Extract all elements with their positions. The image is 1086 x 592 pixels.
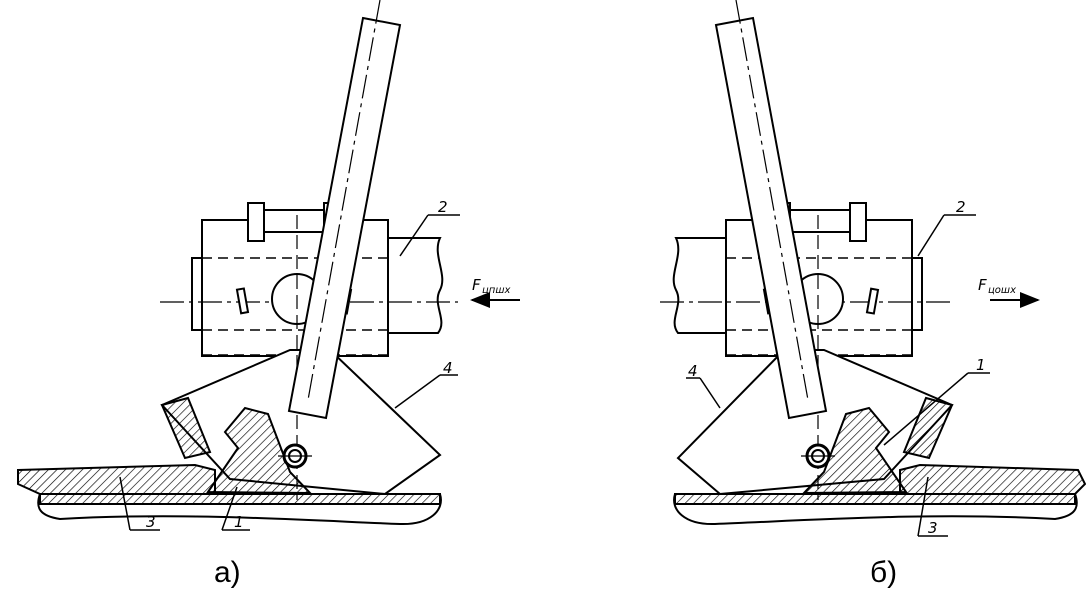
base-layer-a [39, 493, 441, 505]
housing-right-step-b [912, 257, 923, 331]
base-layer-b [674, 493, 1076, 505]
label-part2-b: 2 [956, 198, 966, 216]
figure-a [17, 0, 520, 531]
label-part1-b: 1 [976, 356, 986, 374]
caption-a: а) [214, 556, 241, 589]
part3-bar-b [899, 463, 1086, 495]
part4-right-fin-b [902, 396, 954, 460]
lever-rod-b [714, 16, 828, 420]
label-part4-b: 4 [688, 362, 698, 380]
figure-b [660, 0, 1086, 537]
label-part4-a: 4 [443, 359, 453, 377]
label-part3-b: 3 [928, 519, 938, 537]
lever-rod-a [287, 16, 402, 420]
force-label-b: F [978, 276, 987, 294]
screw-head-a [247, 202, 265, 242]
screw-body-b [789, 209, 851, 233]
force-label-a: F [472, 276, 481, 294]
label-part3-a: 3 [146, 513, 156, 531]
caption-b: б) [870, 556, 897, 589]
housing-left-extension-b [672, 237, 726, 334]
force-subscript-b: цошх [988, 285, 1016, 296]
screw-head-b [849, 202, 867, 242]
label-part1-a: 1 [234, 513, 244, 531]
part1-blade-a [206, 406, 313, 495]
screw-body-a [263, 209, 325, 233]
part1-blade-b [801, 406, 908, 495]
part4-left-fin-a [160, 396, 212, 460]
housing-left-step-a [191, 257, 202, 331]
part3-bar-a [17, 463, 216, 495]
housing-right-extension-a [388, 237, 444, 334]
force-subscript-a: цпшх [482, 285, 510, 296]
label-part2-a: 2 [438, 198, 448, 216]
